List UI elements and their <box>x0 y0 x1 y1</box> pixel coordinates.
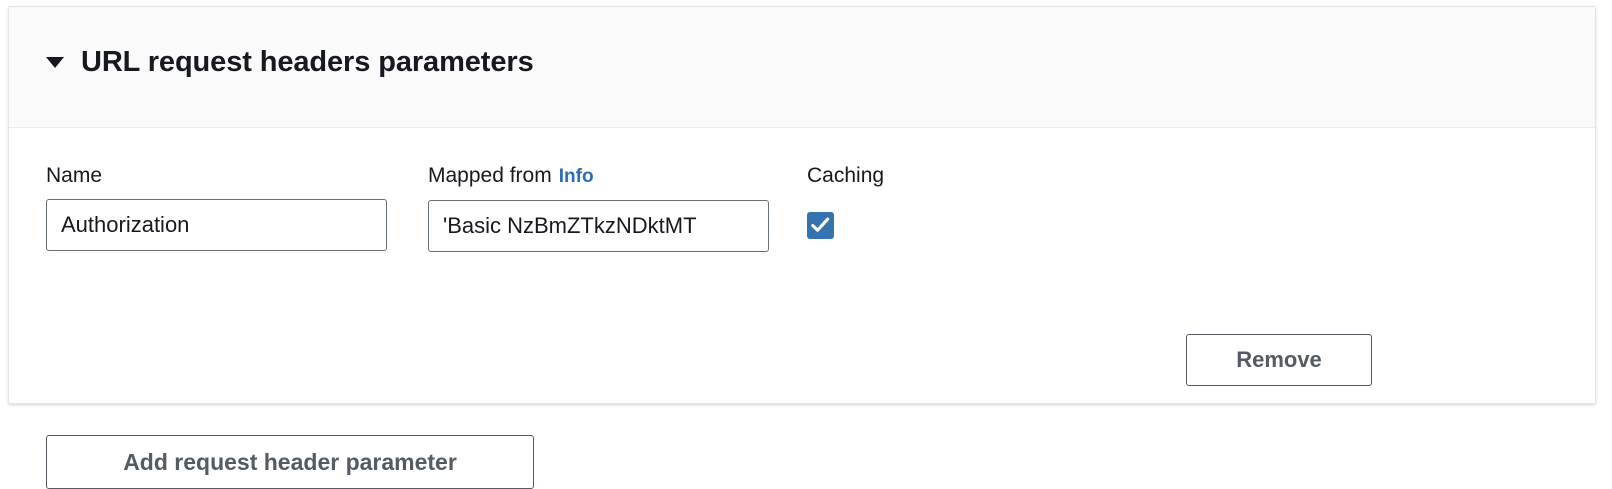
name-label: Name <box>46 164 103 187</box>
table-row: Name Mapped from Info Caching <box>9 128 1595 386</box>
panel-body: Name Mapped from Info Caching <box>9 128 1595 489</box>
mapped-from-label: Mapped from Info <box>428 163 770 189</box>
caching-checkbox-wrap <box>807 199 1007 251</box>
check-icon <box>811 217 830 232</box>
add-request-header-parameter-button[interactable]: Add request header parameter <box>46 435 534 489</box>
panel-header-toggle[interactable]: URL request headers parameters <box>9 7 1595 128</box>
caching-field-group: Caching <box>807 163 1007 251</box>
mapped-from-field-group: Mapped from Info <box>428 163 770 252</box>
mapped-from-label-text: Mapped from <box>428 164 552 187</box>
caching-label: Caching <box>807 164 885 187</box>
triangle-down-icon[interactable] <box>46 56 64 68</box>
panel-header-inner: URL request headers parameters <box>46 45 534 79</box>
name-field-group: Name <box>46 163 388 251</box>
page-title: URL request headers parameters <box>81 46 534 78</box>
caching-checkbox[interactable] <box>807 211 834 239</box>
mapped-from-input[interactable] <box>428 200 769 252</box>
url-request-headers-parameters-panel: URL request headers parameters Name Mapp… <box>8 6 1596 489</box>
remove-button[interactable]: Remove <box>1186 334 1372 386</box>
info-link[interactable]: Info <box>558 166 594 187</box>
header-name-input[interactable] <box>46 199 387 251</box>
